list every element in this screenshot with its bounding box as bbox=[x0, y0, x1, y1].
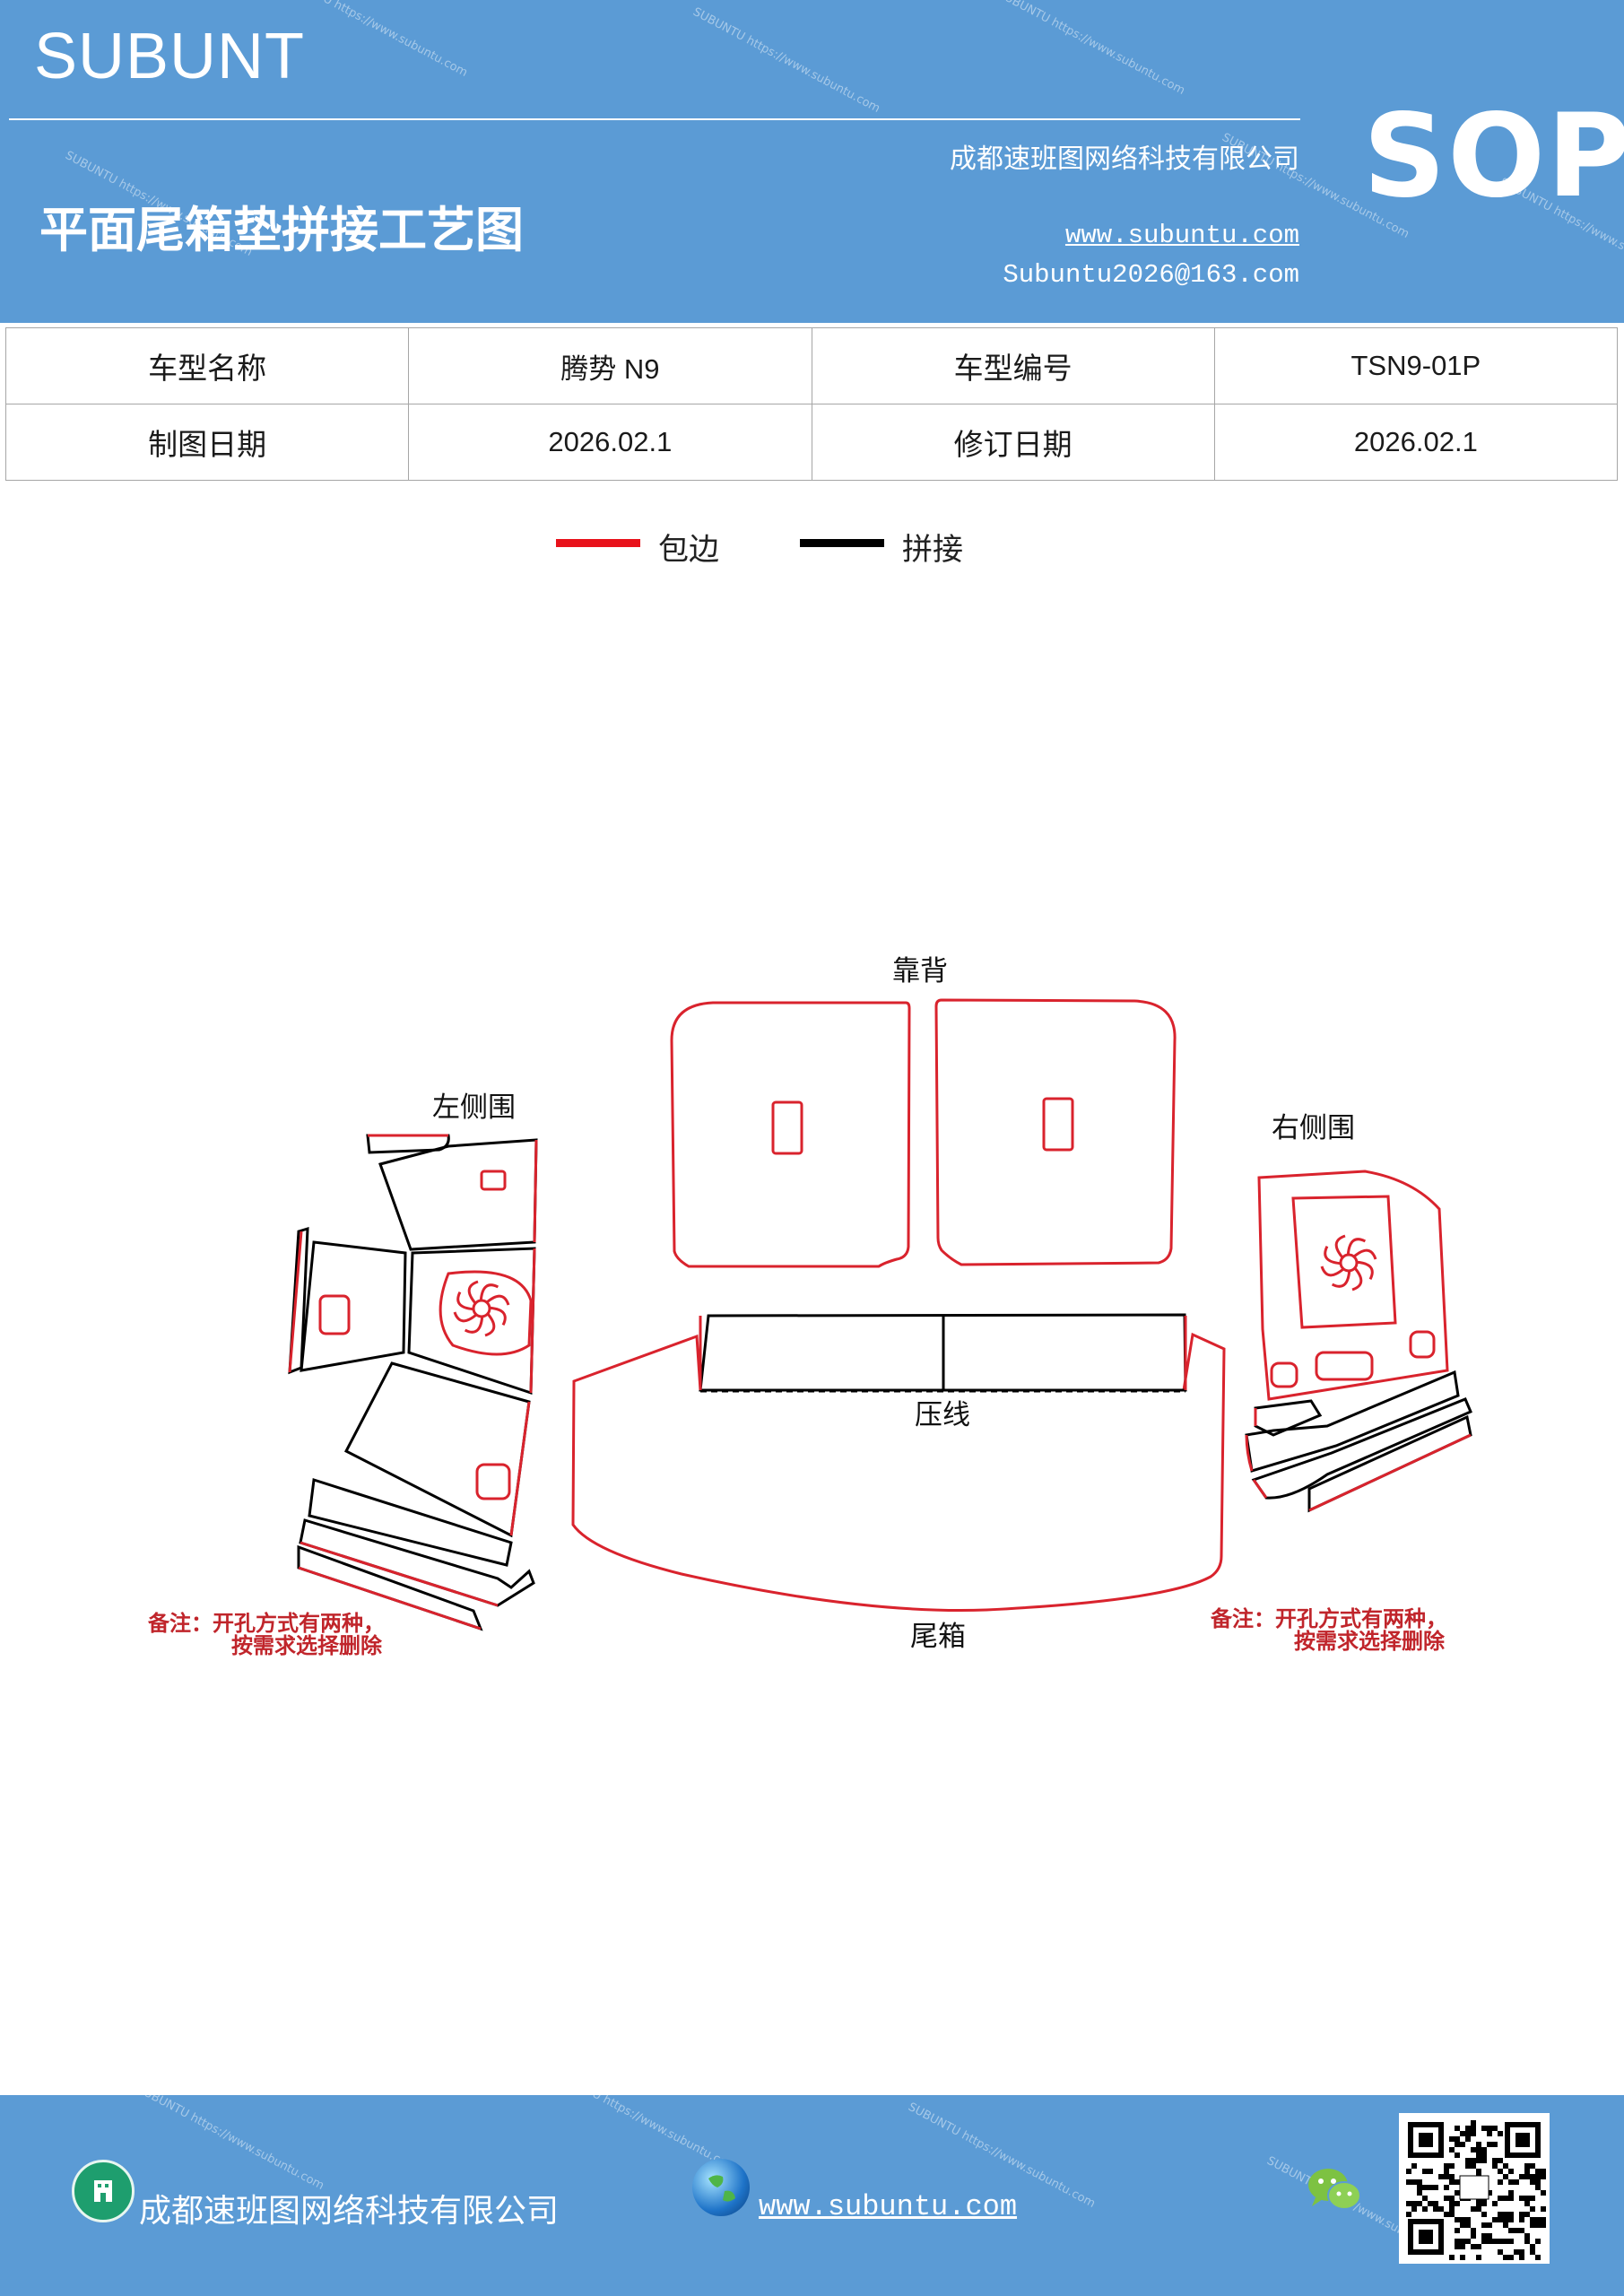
note-right-line1: 备注：开孔方式有两种， bbox=[1210, 1606, 1447, 1631]
table-cell-label: 修订日期 bbox=[811, 404, 1215, 481]
header-website-link[interactable]: www.subuntu.com bbox=[1064, 221, 1299, 250]
table-cell-value: 腾势 N9 bbox=[408, 327, 812, 404]
legend-swatch-seam bbox=[800, 539, 884, 547]
qr-code bbox=[1399, 2113, 1550, 2264]
table-cell-label: 车型编号 bbox=[811, 327, 1215, 404]
legend: 包边 拼接 bbox=[0, 525, 1624, 578]
header-email: Subuntu2026@163.com bbox=[1003, 260, 1299, 290]
table-row: 车型名称 腾势 N9 车型编号 TSN9-01P bbox=[4, 327, 1619, 404]
building-icon bbox=[72, 2160, 135, 2222]
table-row: 制图日期 2026.02.1 修订日期 2026.02.1 bbox=[4, 404, 1619, 481]
label-right-side: 右侧围 bbox=[1272, 1112, 1355, 1144]
note-left-line2: 按需求选择删除 bbox=[231, 1633, 383, 1658]
label-left-side: 左侧围 bbox=[432, 1091, 516, 1124]
header-banner: SUBUNTU https://www.subuntu.com SUBUNTU … bbox=[0, 0, 1624, 323]
brand-name: SUBUNT bbox=[34, 21, 306, 92]
trunk-floor bbox=[571, 1313, 1226, 1612]
footer-company: 成都速班图网络科技有限公司 bbox=[139, 2193, 560, 2230]
table-cell-value: 2026.02.1 bbox=[408, 404, 812, 481]
legend-swatch-edge bbox=[556, 539, 640, 547]
fan-vent-icon bbox=[1319, 1233, 1378, 1292]
page-title: 平面尾箱垫拼接工艺图 bbox=[39, 202, 524, 258]
legend-label-edge: 包边 bbox=[658, 532, 719, 568]
backrest-panels bbox=[670, 998, 1177, 1268]
footer-website-link[interactable]: www.subuntu.com bbox=[759, 2190, 1018, 2223]
sop-badge: SOP bbox=[1363, 90, 1624, 223]
table-cell-label: 制图日期 bbox=[4, 404, 410, 481]
header-company: 成都速班图网络科技有限公司 bbox=[950, 144, 1299, 175]
note-left-line1: 备注：开孔方式有两种， bbox=[147, 1611, 385, 1636]
note-right-line2: 按需求选择删除 bbox=[1294, 1629, 1446, 1654]
label-trunk: 尾箱 bbox=[910, 1621, 966, 1653]
right-side-panels bbox=[1245, 1170, 1472, 1513]
vehicle-info-table: 车型名称 腾势 N9 车型编号 TSN9-01P 制图日期 2026.02.1 … bbox=[4, 327, 1619, 481]
table-cell-value: TSN9-01P bbox=[1213, 327, 1619, 404]
wechat-icon[interactable] bbox=[1305, 2165, 1364, 2215]
table-cell-label: 车型名称 bbox=[4, 327, 410, 404]
label-backrest: 靠背 bbox=[892, 955, 948, 987]
table-cell-value: 2026.02.1 bbox=[1213, 404, 1619, 481]
legend-label-seam: 拼接 bbox=[902, 532, 963, 568]
left-side-panels bbox=[288, 1134, 538, 1631]
mat-diagram: 靠背 左侧围 右侧围 压线 尾箱 bbox=[147, 955, 1472, 1658]
globe-icon bbox=[692, 2159, 750, 2216]
label-crease: 压线 bbox=[915, 1399, 970, 1431]
fan-vent-icon bbox=[452, 1279, 511, 1338]
header-divider bbox=[9, 118, 1300, 120]
